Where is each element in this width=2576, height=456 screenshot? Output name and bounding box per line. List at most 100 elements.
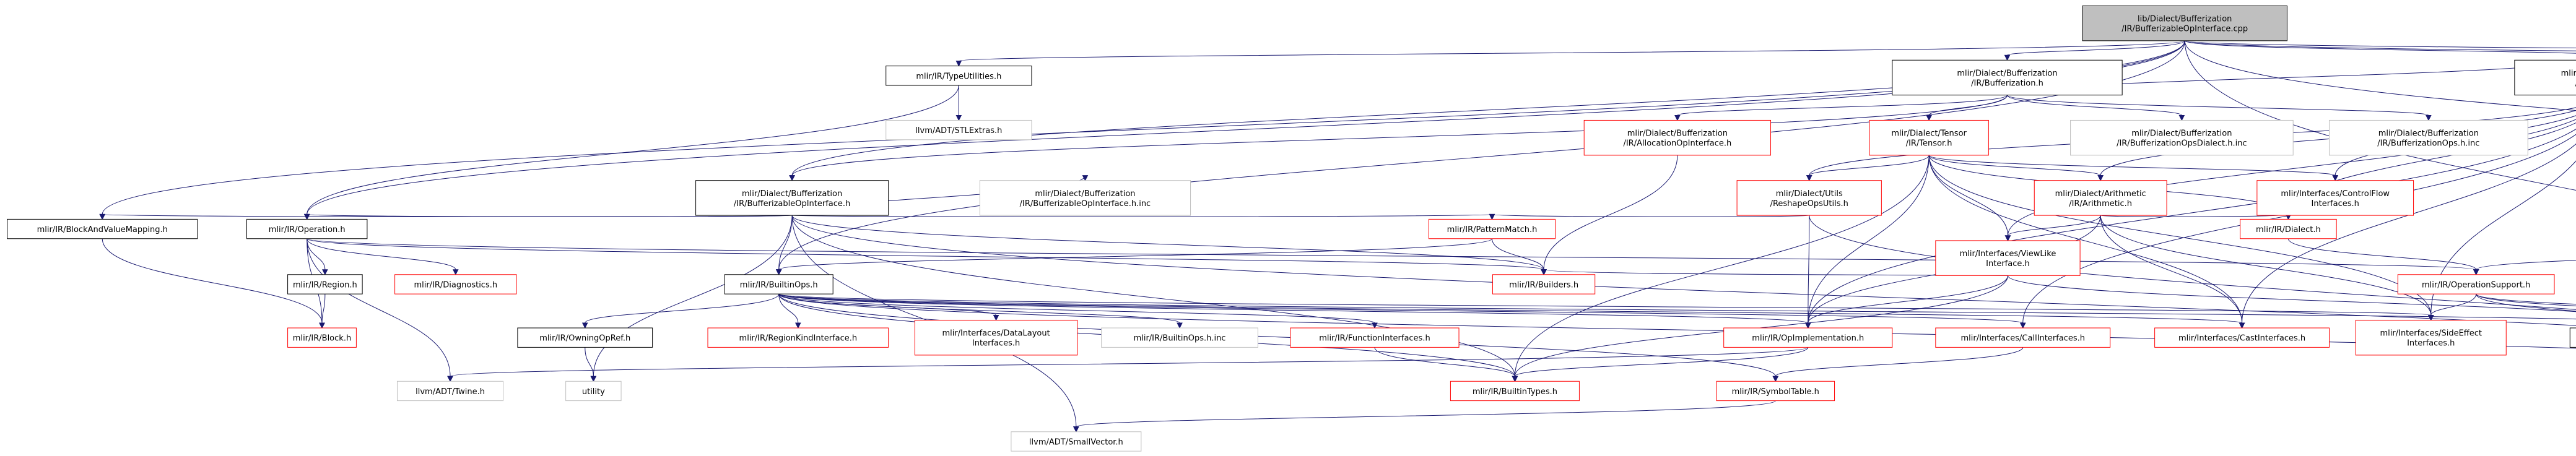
edge-opimpl-to-twine xyxy=(447,346,1809,382)
edge-line xyxy=(321,294,326,324)
edge-operation-to-twine xyxy=(307,238,453,382)
node-builtinopsinc[interactable]: mlir/IR/BuiltinOps.h.inc xyxy=(1101,327,1258,348)
node-builtinattr[interactable]: mlir/IR/BuiltinAttributes.h xyxy=(2569,327,2576,348)
node-twine[interactable]: llvm/ADT/Twine.h xyxy=(396,381,504,402)
edge-reshape-to-llvmh xyxy=(1809,215,2576,310)
nodes-layer: lib/Dialect/Bufferization/IR/Bufferizabl… xyxy=(7,5,2576,452)
node-label: mlir/Interfaces/CallInterfaces.h xyxy=(1960,334,2085,343)
node-arith[interactable]: mlir/Dialect/Arithmetic/IR/Arithmetic.h xyxy=(2034,180,2167,216)
edge-arrowhead xyxy=(452,269,459,275)
node-allocop[interactable]: mlir/Dialect/Bufferization/IR/Allocation… xyxy=(1583,119,1772,156)
node-bufopsdialect[interactable]: mlir/Dialect/Bufferization/IR/Bufferizat… xyxy=(2070,119,2294,156)
node-label: /ReshapeOpsUtils.h xyxy=(1770,199,1848,209)
edge-arrowhead xyxy=(2332,175,2339,181)
node-builtinops[interactable]: mlir/IR/BuiltinOps.h xyxy=(724,274,833,295)
node-label: llvm/ADT/Twine.h xyxy=(416,387,485,397)
node-label: mlir/IR/Builders.h xyxy=(1509,280,1578,290)
edge-arrowhead xyxy=(2178,114,2185,121)
edge-builtinops-to-calliface xyxy=(778,293,2026,329)
edge-line xyxy=(778,293,2432,316)
node-owningop[interactable]: mlir/IR/OwningOpRef.h xyxy=(517,327,653,348)
edge-line xyxy=(958,40,2185,62)
edge-arrowhead xyxy=(1541,269,1547,275)
node-block[interactable]: mlir/IR/Block.h xyxy=(287,327,357,348)
edge-arrowhead xyxy=(1512,376,1518,382)
node-stlextras[interactable]: llvm/ADT/STLExtras.h xyxy=(886,119,1032,140)
node-opsupport[interactable]: mlir/IR/OperationSupport.h xyxy=(2397,274,2555,295)
edge-line xyxy=(791,213,1492,217)
node-label: mlir/IR/OwningOpRef.h xyxy=(539,334,630,343)
node-builtintypes[interactable]: mlir/IR/BuiltinTypes.h xyxy=(1450,381,1580,402)
node-funciface[interactable]: mlir/IR/FunctionInterfaces.h xyxy=(1290,327,1460,348)
node-patmatch[interactable]: mlir/IR/PatternMatch.h xyxy=(1428,218,1556,239)
edge-arrowhead xyxy=(2239,322,2245,329)
edge-line xyxy=(2476,293,2576,312)
edge-line xyxy=(2476,260,2576,270)
node-bopiinc[interactable]: mlir/Dialect/Bufferization/IR/Bufferizab… xyxy=(979,180,1191,216)
edge-typeutil-to-stlextras xyxy=(955,85,962,121)
node-typeutil[interactable]: mlir/IR/TypeUtilities.h xyxy=(886,66,1032,86)
edge-arrowhead xyxy=(1489,213,1495,220)
edge-tensor-to-reshape xyxy=(1806,155,1930,181)
edge-bufh-to-bufops xyxy=(2007,95,2432,121)
node-builders[interactable]: mlir/IR/Builders.h xyxy=(1492,274,1596,295)
edge-line xyxy=(307,85,959,215)
edge-builtinops-to-regionkind xyxy=(778,294,801,329)
edge-reshape-to-patmatch xyxy=(1489,213,1810,220)
node-operation[interactable]: mlir/IR/Operation.h xyxy=(246,218,368,239)
node-box xyxy=(2070,119,2294,156)
node-box xyxy=(1716,381,1835,402)
node-region[interactable]: mlir/IR/Region.h xyxy=(287,274,363,295)
edge-root-to-memref xyxy=(2184,40,2576,54)
edge-blockmap-to-block xyxy=(102,238,325,329)
node-box xyxy=(2256,180,2414,216)
edge-line xyxy=(1492,238,1544,270)
node-bufh[interactable]: mlir/Dialect/Bufferization/IR/Bufferizat… xyxy=(1892,59,2123,96)
edge-arrowhead xyxy=(2427,314,2434,321)
node-label: mlir/IR/OperationSupport.h xyxy=(2422,280,2530,290)
node-blockmap[interactable]: mlir/IR/BlockAndValueMapping.h xyxy=(7,218,198,239)
node-smallvec[interactable]: llvm/ADT/SmallVector.h xyxy=(1011,431,1142,452)
node-castiface[interactable]: mlir/Interfaces/CastInterfaces.h xyxy=(2154,327,2330,348)
node-label: lib/Dialect/Bufferization xyxy=(2138,15,2232,24)
node-utility[interactable]: utility xyxy=(565,381,622,402)
edge-opsupport-to-builtinattr xyxy=(2476,293,2576,312)
edge-arrowhead xyxy=(447,376,453,382)
edge-tensor-to-arith xyxy=(1928,155,2104,181)
node-box xyxy=(2569,327,2576,348)
node-diagnostics[interactable]: mlir/IR/Diagnostics.h xyxy=(394,274,517,295)
node-root: lib/Dialect/Bufferization/IR/Bufferizabl… xyxy=(2082,5,2287,41)
edge-line xyxy=(778,293,1809,324)
node-opimpl[interactable]: mlir/IR/OpImplementation.h xyxy=(1723,327,1893,348)
node-bopi[interactable]: mlir/Dialect/Bufferization/IR/Bufferizab… xyxy=(695,180,889,216)
node-box xyxy=(517,327,653,348)
node-box xyxy=(1892,59,2123,96)
node-label: mlir/IR/Dialect.h xyxy=(2256,225,2321,234)
edge-arrowhead xyxy=(775,269,782,275)
node-dialect[interactable]: mlir/IR/Dialect.h xyxy=(2240,218,2337,239)
edge-line xyxy=(778,238,1492,270)
edge-symtable-to-smallvec xyxy=(1073,400,1776,432)
node-box xyxy=(2328,119,2528,156)
edge-arrowhead xyxy=(789,175,795,181)
edge-arrowhead xyxy=(581,322,588,329)
node-symtable[interactable]: mlir/IR/SymbolTable.h xyxy=(1716,381,1835,402)
edge-line xyxy=(778,215,793,270)
edge-line xyxy=(2242,143,2576,324)
node-tensor[interactable]: mlir/Dialect/Tensor/IR/Tensor.h xyxy=(1869,119,1989,156)
node-memref[interactable]: mlir/Dialect/MemRef/IR/MemRef.h xyxy=(2514,59,2576,96)
node-regionkind[interactable]: mlir/IR/RegionKindInterface.h xyxy=(707,327,889,348)
node-bufops[interactable]: mlir/Dialect/Bufferization/IR/Bufferizat… xyxy=(2328,119,2528,156)
edge-arrowhead xyxy=(2426,114,2432,121)
edge-line xyxy=(778,293,2024,324)
node-reshape[interactable]: mlir/Dialect/Utils/ReshapeOpsUtils.h xyxy=(1736,180,1882,216)
node-calliface[interactable]: mlir/Interfaces/CallInterfaces.h xyxy=(1935,327,2111,348)
node-label: mlir/IR/BuiltinTypes.h xyxy=(1473,387,1557,397)
edge-arrowhead xyxy=(795,322,801,329)
edge-line xyxy=(2184,40,2576,54)
edge-allocop-to-builders xyxy=(1541,155,1678,275)
